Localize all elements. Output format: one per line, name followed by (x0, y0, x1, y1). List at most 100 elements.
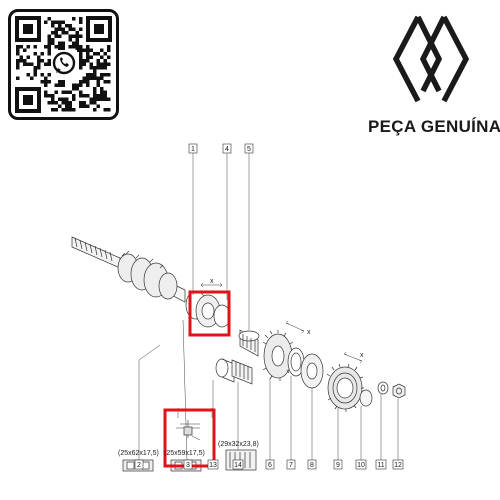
qr-module (100, 66, 104, 70)
part-number-10: 10 (357, 462, 365, 469)
qr-module (86, 94, 90, 98)
qr-module (58, 45, 62, 49)
qr-module (54, 31, 58, 35)
qr-module (103, 90, 107, 94)
qr-module (93, 76, 97, 80)
part-number-1: 1 (191, 146, 195, 153)
qr-module (16, 48, 20, 52)
qr-module (72, 34, 76, 38)
qr-module (96, 76, 100, 80)
qr-module (100, 76, 104, 80)
qr-module (47, 45, 51, 49)
part-number-2: 2 (137, 462, 141, 469)
qr-code[interactable] (8, 9, 119, 120)
qr-module (16, 76, 20, 80)
qr-module (51, 108, 55, 112)
qr-module (40, 80, 44, 84)
qr-module (96, 94, 100, 98)
qr-module (96, 52, 100, 56)
qr-module (26, 62, 30, 66)
qr-module (89, 55, 93, 59)
part-number-4: 4 (225, 146, 229, 153)
gear-part-6 (262, 330, 295, 381)
qr-module (68, 24, 72, 28)
qr-module (75, 31, 79, 35)
qr-module (103, 73, 107, 77)
qr-module (100, 48, 104, 52)
qr-module (79, 52, 83, 56)
qr-module (61, 101, 65, 105)
qr-module (58, 20, 62, 24)
qr-module (89, 97, 93, 101)
qr-module (96, 80, 100, 84)
qr-module (47, 101, 51, 105)
dimension-marker-x: x (307, 329, 311, 336)
qr-module (54, 20, 58, 24)
qr-module (16, 45, 20, 49)
qr-module (86, 59, 90, 63)
qr-module (47, 59, 51, 63)
qr-module (40, 73, 44, 77)
qr-module (75, 38, 79, 42)
qr-module (79, 20, 83, 24)
qr-module (103, 66, 107, 70)
highlight-box-bearing-spec (163, 408, 216, 468)
qr-module (103, 94, 107, 98)
qr-module (47, 38, 51, 42)
qr-module (96, 104, 100, 108)
qr-module (82, 59, 86, 63)
qr-module (65, 97, 69, 101)
qr-module (68, 90, 72, 94)
qr-module (44, 45, 48, 49)
gear-shaft (71, 236, 186, 303)
qr-module (79, 27, 83, 31)
qr-module (100, 62, 104, 66)
qr-module (61, 97, 65, 101)
qr-module (51, 31, 55, 35)
qr-module (54, 45, 58, 49)
qr-module (103, 108, 107, 112)
qr-module (68, 108, 72, 112)
qr-module (103, 52, 107, 56)
qr-module (82, 76, 86, 80)
qr-module (37, 55, 41, 59)
qr-module (65, 108, 69, 112)
qr-module (82, 94, 86, 98)
qr-module (47, 41, 51, 45)
dimension-label-part-2: (25x62x17,5) (118, 450, 159, 457)
qr-module (37, 66, 41, 70)
qr-module (61, 83, 65, 87)
part-number-14: 14 (234, 462, 242, 469)
qr-module (47, 52, 51, 56)
needle-bearing-part-14 (231, 359, 253, 385)
qr-module (26, 45, 30, 49)
qr-module (44, 90, 48, 94)
qr-module (61, 27, 65, 31)
qr-module (89, 62, 93, 66)
qr-module (86, 52, 90, 56)
brand-logo (392, 15, 470, 103)
qr-module (107, 108, 111, 112)
qr-module (58, 34, 62, 38)
qr-module (93, 101, 97, 105)
qr-module (26, 55, 30, 59)
qr-module (65, 104, 69, 108)
synchro-hub-part-8 (300, 353, 324, 389)
qr-module (103, 59, 107, 63)
qr-module (72, 87, 76, 91)
qr-code-pattern (15, 16, 112, 113)
qr-module (51, 41, 55, 45)
qr-module (51, 24, 55, 28)
qr-module (86, 104, 90, 108)
part-number-5: 5 (247, 146, 251, 153)
qr-module (79, 80, 83, 84)
qr-module (68, 38, 72, 42)
qr-module (86, 48, 90, 52)
qr-module (79, 48, 83, 52)
qr-module (75, 48, 79, 52)
qr-module (89, 101, 93, 105)
qr-module (23, 59, 27, 63)
qr-module (47, 34, 51, 38)
qr-module (72, 108, 76, 112)
qr-module (96, 97, 100, 101)
